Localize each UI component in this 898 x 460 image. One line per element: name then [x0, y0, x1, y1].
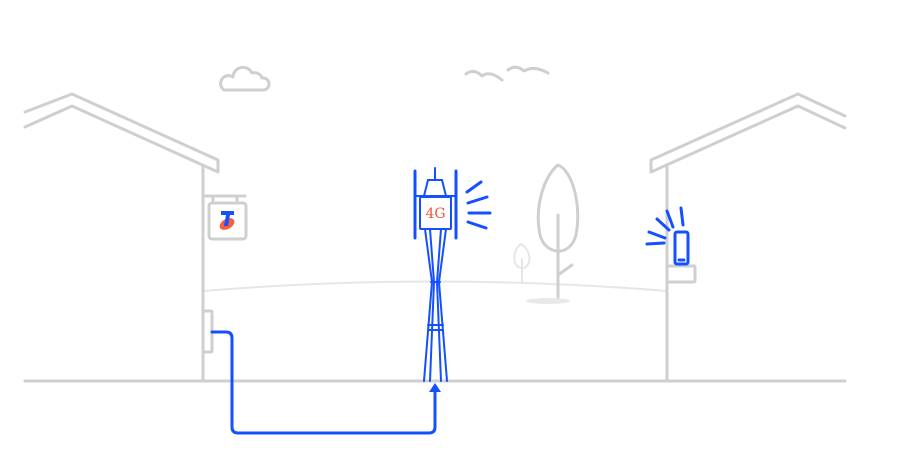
phone-signal-waves-icon [645, 206, 685, 246]
signal-waves-icon [465, 180, 492, 230]
tree-icon [513, 163, 580, 304]
arrow-up-icon [429, 383, 441, 392]
mobile-phone-icon [673, 230, 690, 266]
birds-icon [464, 65, 550, 82]
left-house-store [23, 92, 248, 383]
cloud-icon [219, 65, 271, 92]
right-house-home [649, 92, 847, 383]
telstra-logo-icon [219, 211, 235, 230]
cell-tower-icon [413, 167, 458, 382]
tower-label: 4G [425, 206, 445, 222]
fibre-connection-line [210, 330, 437, 435]
